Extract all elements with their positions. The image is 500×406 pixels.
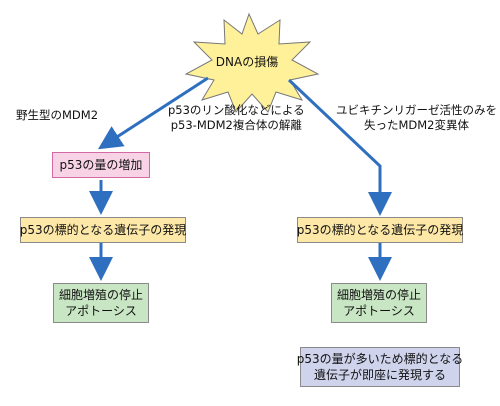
- label-phosphorylation: p53のリン酸化などによる p53-MDM2複合体の解離: [168, 103, 305, 133]
- box-left-outcome: 細胞増殖の停止 アポトーシス: [53, 283, 149, 323]
- box-right-note: p53の量が多いため標的となる 遺伝子が即座に発現する: [297, 347, 463, 387]
- label-mdm2-mutant-line2: 失ったMDM2変異体: [363, 118, 469, 132]
- box-right-outcome: 細胞増殖の停止 アポトーシス: [331, 283, 427, 323]
- left-outcome-line2: アポトーシス: [65, 304, 137, 318]
- arrow-to-right-branch: [287, 78, 392, 216]
- label-phosphorylation-line1: p53のリン酸化などによる: [168, 103, 305, 117]
- box-p53-increase: p53の量の増加: [52, 152, 150, 178]
- label-mdm2-mutant-line1: ユビキチンリガーゼ活性のみを: [336, 103, 497, 117]
- right-outcome-line1: 細胞増殖の停止: [336, 288, 421, 302]
- left-outcome-line1: 細胞増殖の停止: [58, 288, 143, 302]
- arrow-to-increase: [97, 76, 209, 150]
- right-note-line2: 遺伝子が即座に発現する: [313, 368, 446, 382]
- right-note-line1: p53の量が多いため標的となる: [296, 352, 464, 366]
- label-mdm2-mutant: ユビキチンリガーゼ活性のみを 失ったMDM2変異体: [336, 103, 497, 133]
- dna-damage-label: DNAの損傷: [215, 55, 279, 69]
- label-phosphorylation-line2: p53-MDM2複合体の解離: [170, 118, 302, 132]
- box-right-target-genes: p53の標的となる遺伝子の発現: [297, 217, 463, 243]
- label-wild-type-mdm2: 野生型のMDM2: [16, 108, 99, 122]
- right-outcome-line2: アポトーシス: [343, 304, 415, 318]
- dna-damage-burst: [184, 12, 320, 113]
- box-left-target-genes: p53の標的となる遺伝子の発現: [20, 217, 186, 243]
